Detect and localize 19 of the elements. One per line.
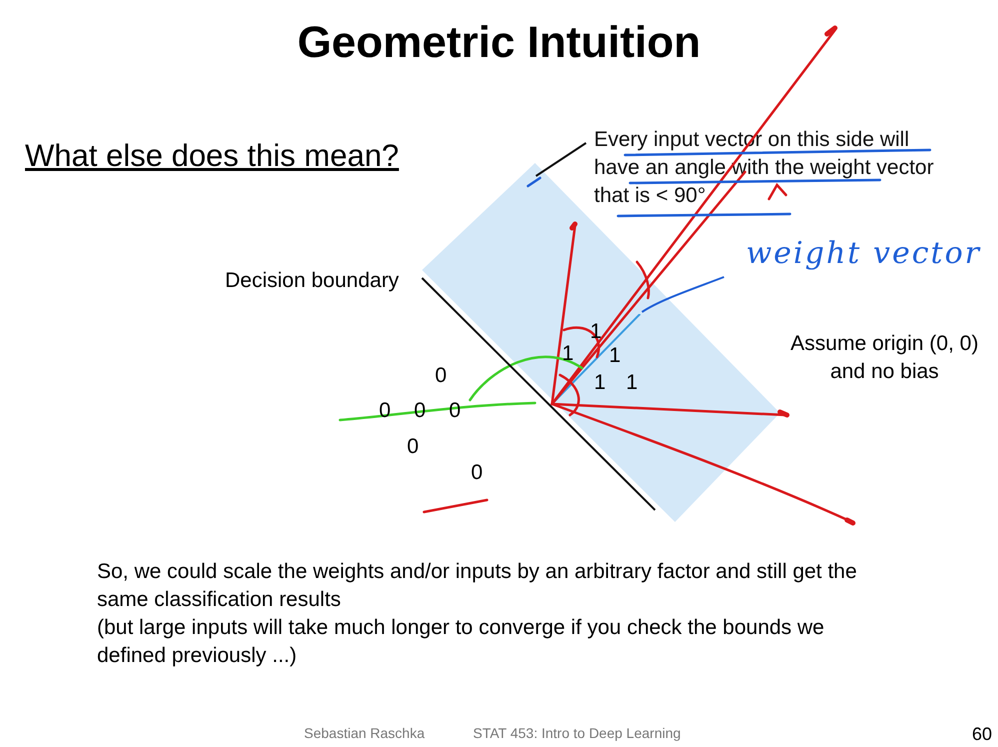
body-text: So, we could scale the weights and/or inputs by an arbitrary factor and still get the same classification results	[97, 559, 858, 613]
body-text: (but large inputs will take much longer to converge if you check the bounds we defined previously ...)	[97, 615, 826, 669]
digit-label: 0	[407, 435, 419, 459]
digit-label: 1	[626, 371, 638, 395]
digit-label: 1	[609, 344, 621, 368]
digit-label: 0	[435, 364, 447, 388]
slide-title: Geometric Intuition	[296, 18, 702, 68]
leader-line	[535, 142, 587, 177]
digit-label: 1	[562, 342, 574, 366]
note-text: Assume origin (0, 0) and no bias	[790, 331, 980, 385]
axis-label: Decision boundary	[225, 269, 399, 293]
footer-text: STAT 453: Intro to Deep Learning	[473, 725, 681, 741]
subheading: What else does this mean?	[25, 138, 399, 174]
handwritten-label: weight vector	[746, 236, 982, 271]
digit-label: 1	[594, 371, 606, 395]
page-number: 60	[972, 724, 992, 745]
digit-label: 0	[471, 461, 483, 485]
footer-text: Sebastian Raschka	[304, 725, 425, 741]
leader-line	[641, 276, 724, 313]
